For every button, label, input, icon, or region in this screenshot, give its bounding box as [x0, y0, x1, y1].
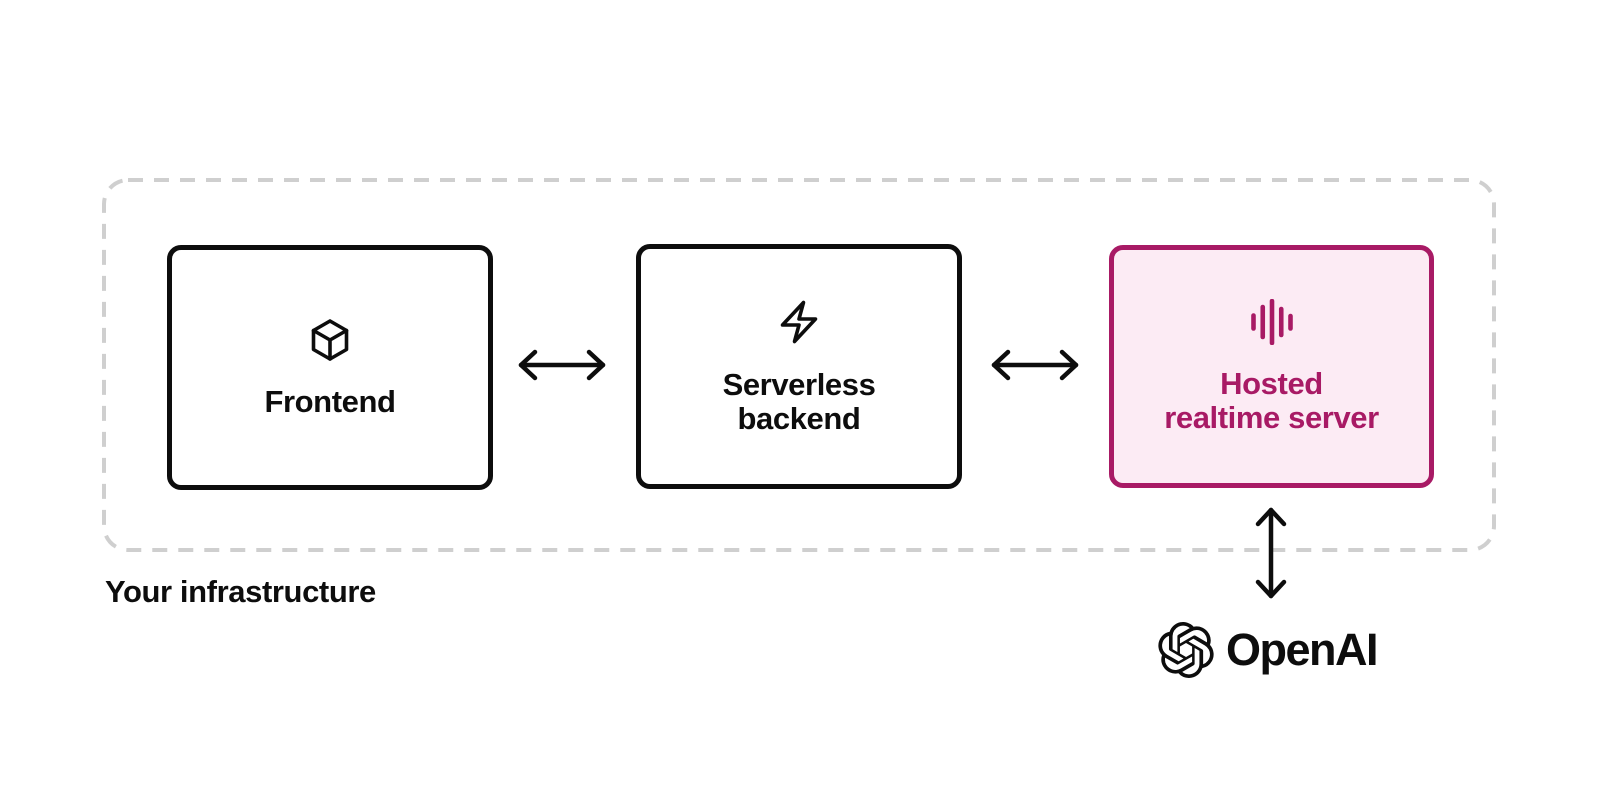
node-hosted-realtime-server: Hosted realtime server: [1109, 245, 1434, 488]
cube-icon: [311, 318, 349, 361]
openai-mark-icon: [1158, 622, 1214, 678]
node-frontend: Frontend: [167, 245, 493, 490]
openai-logo: OpenAI: [1158, 622, 1379, 678]
node-frontend-label: Frontend: [264, 383, 396, 419]
arrow-frontend-serverless: [518, 349, 606, 381]
infrastructure-boundary: [102, 178, 1496, 552]
arrow-serverless-hosted: [991, 349, 1079, 381]
lightning-icon: [780, 300, 818, 343]
openai-wordmark: OpenAI: [1226, 624, 1379, 675]
infrastructure-label: Your infrastructure: [105, 574, 376, 609]
node-serverless-backend-label: Serverless backend: [722, 366, 876, 436]
arrow-hosted-openai: [1255, 507, 1287, 599]
node-hosted-realtime-server-label: Hosted realtime server: [1164, 365, 1379, 435]
waveform-icon: [1250, 298, 1293, 345]
node-serverless-backend: Serverless backend: [636, 244, 962, 489]
